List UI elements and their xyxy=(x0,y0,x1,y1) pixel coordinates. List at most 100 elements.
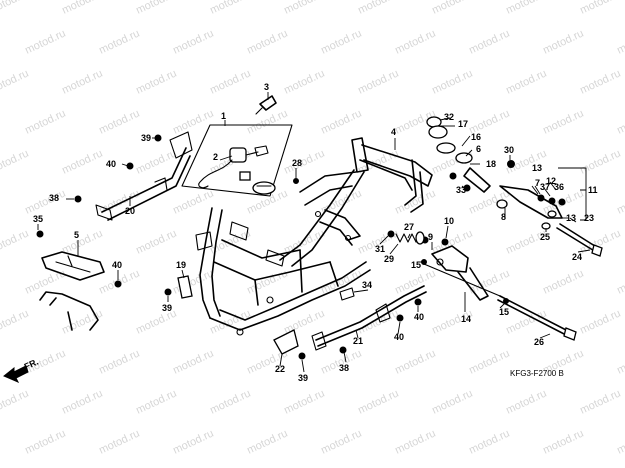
watermark-text: motod.ru xyxy=(430,0,474,17)
watermark-text: motod.ru xyxy=(578,147,622,176)
watermark-text: motod.ru xyxy=(319,27,363,56)
part-callout-26: 26 xyxy=(534,337,544,347)
watermark-text: motod.ru xyxy=(23,27,67,56)
part-callout-36: 36 xyxy=(554,182,564,192)
part-callout-5: 5 xyxy=(74,230,79,240)
watermark-text: motod.ru xyxy=(60,227,104,256)
part-callout-6: 6 xyxy=(476,144,481,154)
watermark-text: motod.ru xyxy=(23,107,67,136)
watermark-text: motod.ru xyxy=(282,147,326,176)
watermark-text: motod.ru xyxy=(282,0,326,17)
watermark-text: motod.ru xyxy=(0,147,31,176)
watermark-text: motod.ru xyxy=(467,27,511,56)
diagram-code: KFG3-F2700 B xyxy=(510,369,564,378)
watermark-text: motod.ru xyxy=(578,67,622,96)
part-callout-10: 10 xyxy=(444,216,454,226)
watermark-text: motod.ru xyxy=(615,107,625,136)
watermark-text: motod.ru xyxy=(356,387,400,416)
watermark-text: motod.ru xyxy=(541,427,585,456)
watermark-text: motod.ru xyxy=(60,67,104,96)
part-callout-39: 39 xyxy=(162,303,172,313)
part-callout-8: 8 xyxy=(501,212,506,222)
part-callout-27: 27 xyxy=(404,222,414,232)
watermark-text: motod.ru xyxy=(171,187,215,216)
watermark-text: motod.ru xyxy=(60,387,104,416)
watermark-text: motod.ru xyxy=(615,27,625,56)
part-callout-18: 18 xyxy=(486,159,496,169)
watermark-text: motod.ru xyxy=(245,267,289,296)
watermark-text: motod.ru xyxy=(615,347,625,376)
watermark-text: motod.ru xyxy=(97,27,141,56)
watermark-text: motod.ru xyxy=(208,387,252,416)
watermark-text: motod.ru xyxy=(134,227,178,256)
watermark-text: motod.ru xyxy=(23,427,67,456)
watermark-text: motod.ru xyxy=(504,387,548,416)
watermark-text: motod.ru xyxy=(60,307,104,336)
part-callout-14: 14 xyxy=(461,314,471,324)
watermark-text: motod.ru xyxy=(97,347,141,376)
watermark-text: motod.ru xyxy=(578,307,622,336)
part-callout-39: 39 xyxy=(298,373,308,383)
watermark-text: motod.ru xyxy=(282,67,326,96)
watermark-text: motod.ru xyxy=(319,267,363,296)
leader-lines xyxy=(37,92,591,373)
small-fasteners xyxy=(36,134,471,360)
watermark-text: motod.ru xyxy=(467,347,511,376)
part-callout-21: 21 xyxy=(353,336,363,346)
part-callout-22: 22 xyxy=(275,364,285,374)
callout-layer: 1234567891011121313141515161718192021222… xyxy=(33,82,598,383)
watermark-text: motod.ru xyxy=(97,427,141,456)
watermark-text: motod.ru xyxy=(208,67,252,96)
watermark-text: motod.ru xyxy=(134,0,178,17)
part-callout-40: 40 xyxy=(112,260,122,270)
watermark-text: motod.ru xyxy=(0,67,31,96)
watermark-text: motod.ru xyxy=(541,107,585,136)
watermark-text: motod.ru xyxy=(134,387,178,416)
part-callout-31: 31 xyxy=(375,244,385,254)
watermark-text: motod.ru xyxy=(208,0,252,17)
part-callout-29: 29 xyxy=(384,254,394,264)
part-callout-4: 4 xyxy=(391,127,396,137)
watermark-text: motod.ru xyxy=(171,267,215,296)
footrest-bar xyxy=(311,285,427,354)
watermark-text: motod.ru xyxy=(615,267,625,296)
part-callout-15: 15 xyxy=(499,307,509,317)
part-callout-17: 17 xyxy=(458,119,468,129)
watermark-text: motod.ru xyxy=(23,187,67,216)
part-callout-7: 7 xyxy=(535,178,540,188)
part-callout-20: 20 xyxy=(125,206,135,216)
watermark-text: motod.ru xyxy=(578,387,622,416)
watermark-text: motod.ru xyxy=(208,307,252,336)
watermark-text: motod.ru xyxy=(134,147,178,176)
watermark-text: motod.ru xyxy=(171,427,215,456)
part-callout-32: 32 xyxy=(444,112,454,122)
watermark-text: motod.ru xyxy=(541,267,585,296)
part-callout-38: 38 xyxy=(49,193,59,203)
watermark-text: motod.ru xyxy=(578,0,622,17)
part-callout-1: 1 xyxy=(221,111,226,121)
part-callout-39: 39 xyxy=(141,133,151,143)
watermark-text: motod.ru xyxy=(504,0,548,17)
watermark-text: motod.ru xyxy=(171,27,215,56)
part-callout-40: 40 xyxy=(414,312,424,322)
watermark-text: motod.ru xyxy=(245,107,289,136)
part-callout-40: 40 xyxy=(106,159,116,169)
watermark-text: motod.ru xyxy=(282,387,326,416)
part-callout-23: 23 xyxy=(584,213,594,223)
watermark-text: motod.ru xyxy=(393,267,437,296)
watermark-text: motod.ru xyxy=(60,0,104,17)
watermark-text: motod.ru xyxy=(430,67,474,96)
part-callout-11: 11 xyxy=(588,185,598,195)
watermark-text: motod.ru xyxy=(171,107,215,136)
part-callout-38: 38 xyxy=(339,363,349,373)
part-callout-19: 19 xyxy=(176,260,186,270)
steering-head-parts xyxy=(387,116,515,238)
watermark-text: motod.ru xyxy=(319,107,363,136)
watermark-text: motod.ru xyxy=(245,427,289,456)
watermark-text: motod.ru xyxy=(0,307,31,336)
part-callout-16: 16 xyxy=(471,132,481,142)
part-callout-13: 13 xyxy=(566,213,576,223)
watermark-text: motod.ru xyxy=(615,187,625,216)
part-callout-34: 34 xyxy=(362,280,372,290)
